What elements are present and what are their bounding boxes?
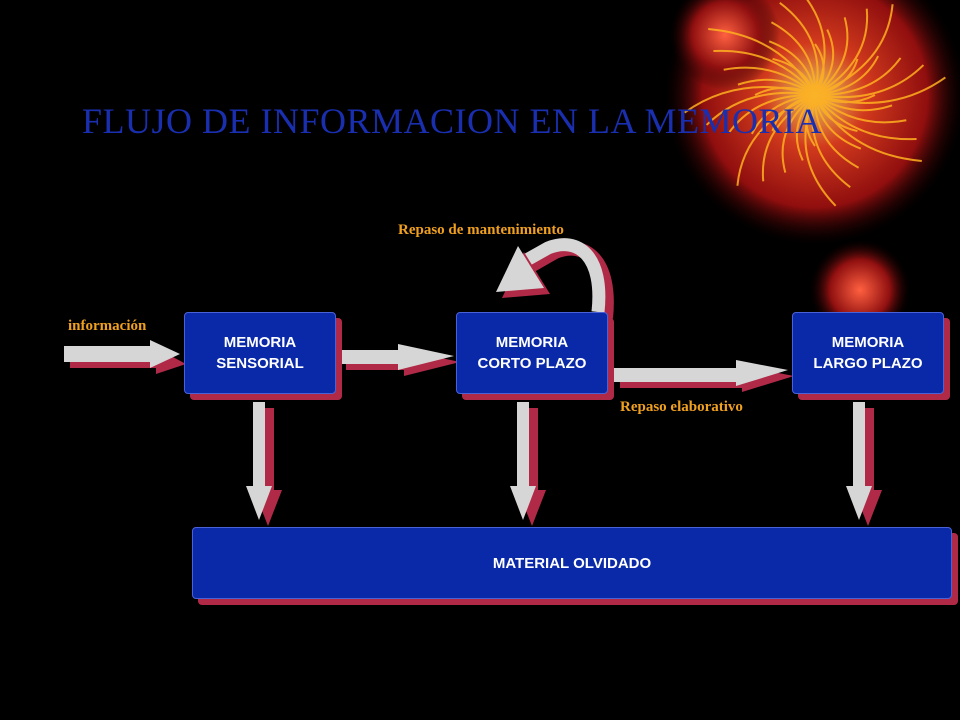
forgotten-material-box: MATERIAL OLVIDADO — [192, 527, 952, 599]
sensory-to-short-arrow — [340, 344, 460, 376]
firework-ray — [736, 94, 816, 186]
firework-ray — [781, 94, 816, 173]
long-term-memory-box: MEMORIA LARGO PLAZO — [792, 312, 944, 394]
short-term-memory-line1: MEMORIA — [495, 334, 569, 351]
firework-ray — [770, 21, 817, 96]
firework-ray — [814, 94, 862, 150]
input-label: información — [68, 318, 147, 334]
firework-ray — [814, 64, 925, 99]
short-term-memory-box: MEMORIA CORTO PLAZO — [456, 312, 608, 394]
sensory-to-forgotten-arrow — [246, 402, 282, 526]
input-arrow — [64, 340, 186, 374]
firework-ray — [684, 86, 816, 114]
firework-ray — [806, 0, 826, 96]
firework-ray — [814, 17, 849, 96]
firework-ray — [813, 94, 860, 169]
firework-ray — [814, 29, 835, 96]
page-title: FLUJO DE INFORMACION EN LA MEMORIA — [82, 101, 823, 141]
long-to-forgotten-arrow — [846, 402, 882, 526]
firework-ray — [705, 91, 816, 126]
firework-decoration — [665, 0, 960, 340]
sensory-memory-line1: MEMORIA — [223, 334, 297, 351]
maintenance-rehearsal-label: Repaso de mantenimiento — [398, 222, 564, 238]
firework-ray — [708, 28, 816, 96]
sensory-memory-line2: SENSORIAL — [216, 355, 304, 372]
firework-ray — [814, 8, 869, 96]
long-term-memory-line1: MEMORIA — [831, 334, 905, 351]
firework-ray — [814, 94, 858, 133]
firework-ray — [737, 78, 816, 96]
firework-ray — [723, 66, 816, 96]
firework-ray — [811, 94, 851, 188]
firework-ray — [795, 94, 816, 161]
firework-ray — [728, 93, 816, 133]
firework-ray — [713, 49, 816, 96]
firework-ray — [814, 94, 907, 124]
firework-ray — [814, 57, 902, 97]
firework-ray — [814, 94, 917, 141]
maintenance-loop-arrow — [496, 238, 614, 319]
firework-ray — [779, 2, 819, 96]
short-to-forgotten-arrow — [510, 402, 546, 526]
forgotten-material-label: MATERIAL OLVIDADO — [492, 554, 652, 572]
firework-ray — [768, 40, 816, 96]
elaborative-rehearsal-label: Repaso elaborativo — [620, 399, 743, 415]
short-term-memory-line2: CORTO PLAZO — [477, 355, 587, 372]
sensory-memory-box: MEMORIA SENSORIAL — [184, 312, 336, 394]
long-term-memory-line2: LARGO PLAZO — [813, 355, 923, 372]
firework-ray — [750, 94, 816, 135]
firework-ray — [772, 57, 816, 96]
firework-ray — [761, 94, 816, 182]
firework-ray — [814, 94, 893, 112]
short-to-long-arrow — [614, 360, 794, 392]
firework-ray — [804, 94, 837, 207]
firework-ray — [814, 4, 894, 96]
firework-ray — [814, 94, 922, 162]
firework-ray — [814, 76, 946, 104]
firework-ray — [814, 55, 880, 96]
